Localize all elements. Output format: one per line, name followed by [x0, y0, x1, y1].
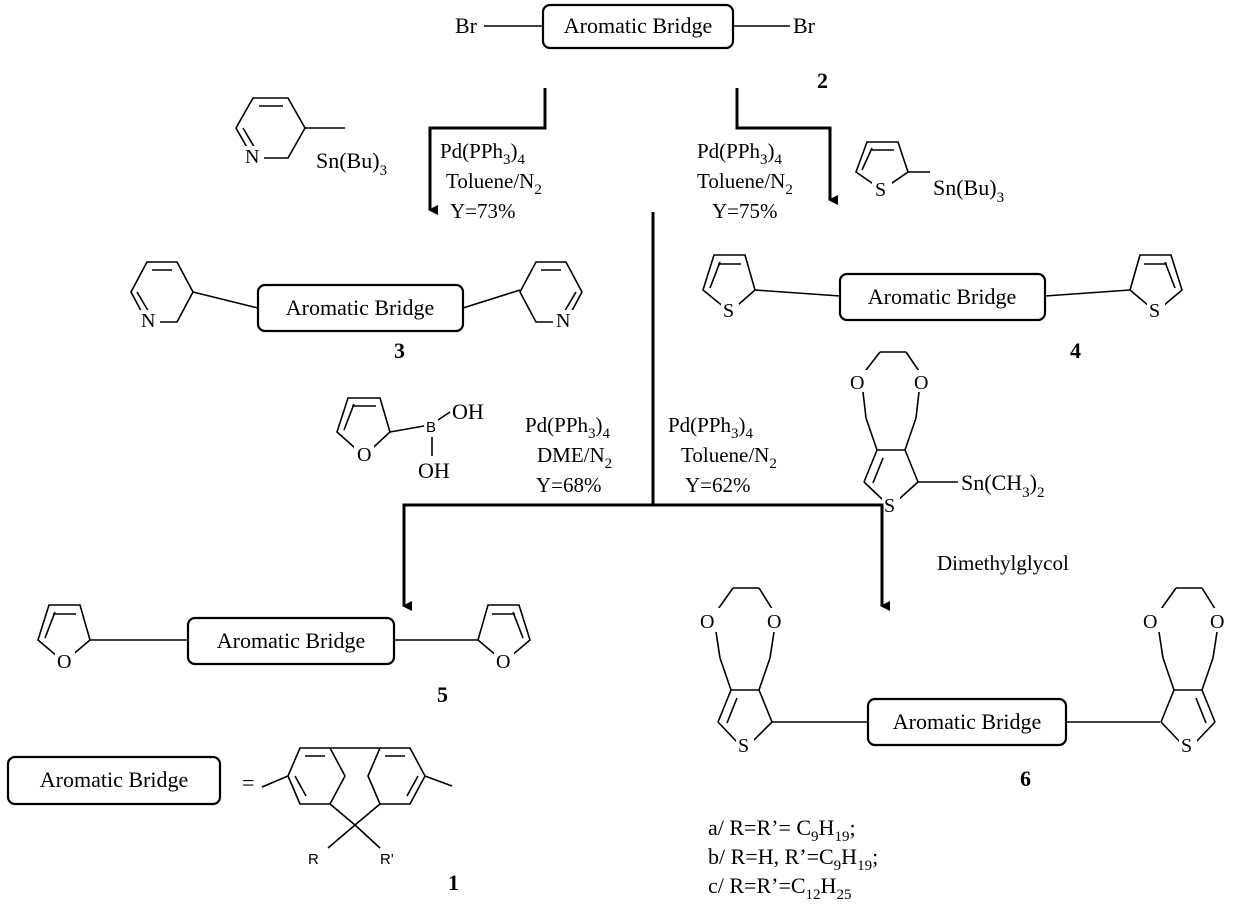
- pyridine-n: N: [245, 146, 259, 168]
- svg-text:S: S: [723, 300, 734, 322]
- svg-text:=: =: [242, 770, 254, 795]
- svg-text:O: O: [767, 611, 781, 633]
- dimethylglycol-caption: Dimethylglycol: [937, 551, 1069, 575]
- compound-number-1: 1: [448, 870, 459, 895]
- svg-text:B: B: [426, 419, 436, 436]
- svg-text:OH: OH: [418, 458, 450, 483]
- svg-text:OH: OH: [452, 399, 484, 424]
- substituent-r: R: [308, 851, 319, 868]
- reagent-edot-stannane: O O S Sn(CH3)2 Dimethylglycol: [848, 351, 1069, 575]
- pyridyl-stannane-label: Sn(Bu)3: [316, 148, 387, 179]
- compound-number-4: 4: [1070, 338, 1081, 363]
- svg-text:N: N: [556, 310, 570, 332]
- svg-text:Toluene/N2: Toluene/N2: [681, 443, 777, 472]
- thiophene-s: S: [875, 179, 886, 201]
- svg-text:S: S: [738, 735, 749, 757]
- substituent-r-prime: R': [380, 851, 394, 868]
- key-c: c/ R=R’=C12H25: [708, 873, 851, 903]
- svg-text:Pd(PPh3)4: Pd(PPh3)4: [525, 413, 611, 442]
- conditions-left: Pd(PPh3)4 Toluene/N2 Y=73%: [440, 139, 542, 223]
- svg-text:Y=75%: Y=75%: [712, 199, 778, 223]
- svg-text:S: S: [1181, 735, 1192, 757]
- svg-text:Aromatic Bridge: Aromatic Bridge: [893, 709, 1041, 734]
- svg-text:Aromatic Bridge: Aromatic Bridge: [217, 628, 365, 653]
- svg-text:N: N: [141, 310, 155, 332]
- conditions-right: Pd(PPh3)4 Toluene/N2 Y=75%: [697, 139, 793, 223]
- conditions-edot: Pd(PPh3)4 Toluene/N2 Y=62%: [668, 413, 777, 497]
- conditions-furan: Pd(PPh3)4 DME/N2 Y=68%: [525, 413, 612, 497]
- reagent-pyridyl-stannane: N Sn(Bu)3: [235, 97, 387, 179]
- bromine-right: Br: [793, 13, 816, 38]
- svg-text:Sn(CH3)2: Sn(CH3)2: [961, 470, 1044, 501]
- svg-text:DME/N2: DME/N2: [537, 443, 612, 472]
- key-a: a/ R=R’= C9H19;: [708, 815, 856, 845]
- thienyl-stannane-label: Sn(Bu)3: [933, 175, 1004, 206]
- compound-number-5: 5: [437, 682, 448, 707]
- compound-number-3: 3: [394, 338, 405, 363]
- svg-text:Aromatic Bridge: Aromatic Bridge: [868, 284, 1016, 309]
- compound-number-2: 2: [817, 68, 828, 93]
- product-6: O O S Aromatic Bridge O O S 6: [698, 587, 1230, 791]
- key-b: b/ R=H, R’=C9H19;: [708, 844, 878, 874]
- svg-text:O: O: [357, 444, 371, 466]
- product-5: O Aromatic Bridge O 5: [37, 604, 531, 707]
- svg-text:Y=73%: Y=73%: [450, 199, 516, 223]
- reagent-furanboronic-acid: O B OH OH: [336, 397, 484, 483]
- bridge-label-start: Aromatic Bridge: [564, 13, 712, 38]
- svg-text:O: O: [850, 372, 864, 394]
- svg-text:S: S: [1149, 300, 1160, 322]
- svg-text:O: O: [914, 372, 928, 394]
- svg-text:S: S: [884, 495, 895, 517]
- svg-text:O: O: [1143, 611, 1157, 633]
- svg-text:Pd(PPh3)4: Pd(PPh3)4: [697, 139, 783, 168]
- product-4: S Aromatic Bridge S 4: [702, 254, 1183, 363]
- svg-text:Pd(PPh3)4: Pd(PPh3)4: [440, 139, 526, 168]
- svg-text:Toluene/N2: Toluene/N2: [697, 169, 793, 198]
- reagent-thienyl-stannane: S Sn(Bu)3: [855, 141, 1004, 206]
- product-3: N Aromatic Bridge N 3: [130, 261, 583, 363]
- svg-text:O: O: [57, 651, 71, 673]
- svg-text:O: O: [1210, 611, 1224, 633]
- svg-text:Y=62%: Y=62%: [685, 473, 751, 497]
- suzuki-stille-arrows: [402, 503, 890, 611]
- starting-material-2: Br Aromatic Bridge Br 2: [455, 3, 828, 93]
- svg-text:Pd(PPh3)4: Pd(PPh3)4: [668, 413, 754, 442]
- bromine-left: Br: [455, 13, 478, 38]
- stille-arrows: [428, 88, 838, 505]
- svg-text:Aromatic Bridge: Aromatic Bridge: [40, 767, 188, 792]
- svg-text:O: O: [700, 611, 714, 633]
- substituent-key: a/ R=R’= C9H19; b/ R=H, R’=C9H19; c/ R=R…: [708, 815, 878, 903]
- compound-number-6: 6: [1020, 766, 1031, 791]
- svg-text:Toluene/N2: Toluene/N2: [446, 169, 542, 198]
- svg-text:Aromatic Bridge: Aromatic Bridge: [286, 295, 434, 320]
- svg-text:Y=68%: Y=68%: [536, 473, 602, 497]
- bridge-definition: Aromatic Bridge = R R' 1: [6, 747, 459, 895]
- svg-text:O: O: [496, 651, 510, 673]
